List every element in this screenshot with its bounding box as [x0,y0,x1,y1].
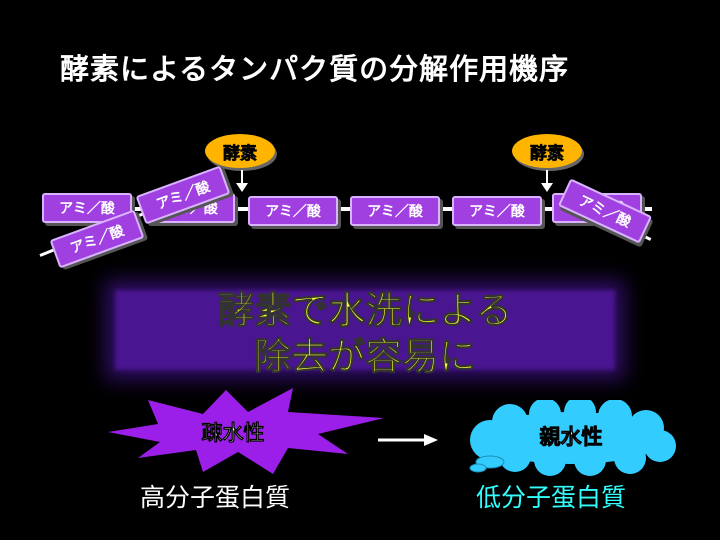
hydrophilic-label: 親水性 [539,425,603,450]
enzyme-left-arrow [236,170,248,192]
message-line-2: 除去が容易に [254,335,477,379]
hydrophobic-label: 疎水性 [201,421,265,446]
amino-acid-block: アミ／酸 [248,196,338,226]
diagram-title: 酵素によるタンパク質の分解作用機序 [60,52,570,86]
message-glow-band [115,290,615,370]
amino-acid-block: アミ／酸 [557,178,653,244]
low-molecular-protein-caption: 低分子蛋白質 [476,483,627,512]
burst-shape [108,388,384,474]
message-line-1: 酵素で水洗による [217,289,513,333]
amino-acid-block: アミ／酸 [350,196,440,226]
message-text: 酵素で水洗による 除去が容易に [115,288,615,380]
high-molecular-protein-caption: 高分子蛋白質 [140,483,291,512]
enzyme-right: 酵素 [512,134,582,168]
enzyme-left: 酵素 [205,134,275,168]
enzyme-right-arrow [541,170,553,192]
amino-acid-block: アミ／酸 [452,196,542,226]
peptide-chain-line [42,207,652,211]
hydrophilic-cloud: 親水性 [460,396,682,476]
hydrophobic-burst: 疎水性 [108,388,386,476]
cloud-shape [469,396,676,476]
transform-arrow-icon [378,434,438,446]
